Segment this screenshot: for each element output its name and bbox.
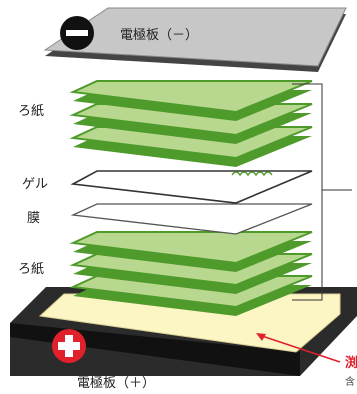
label-gel: ゲル [22,177,49,192]
cathode-plate [43,7,347,72]
minus-icon [60,16,94,50]
arrow-to-anode [256,333,341,363]
membrane-sheet [70,203,313,235]
label-membrane: 膜 [27,211,41,226]
stack-bracket [292,83,352,301]
label-filter-paper-bottom: ろ紙 [18,262,45,277]
label-electrode-positive: 電極板（＋） [77,376,156,391]
label-electrode-negative: 電極板（－） [120,28,199,43]
filter-paper-stack-bottom [69,231,313,316]
filter-paper-stack-top [69,80,313,167]
label-cut-red: 渕 [345,356,357,371]
gel-sheet [70,170,313,204]
plus-icon [52,329,86,363]
label-filter-paper-top: ろ紙 [18,104,45,119]
label-cut-small: 含 [345,377,355,388]
